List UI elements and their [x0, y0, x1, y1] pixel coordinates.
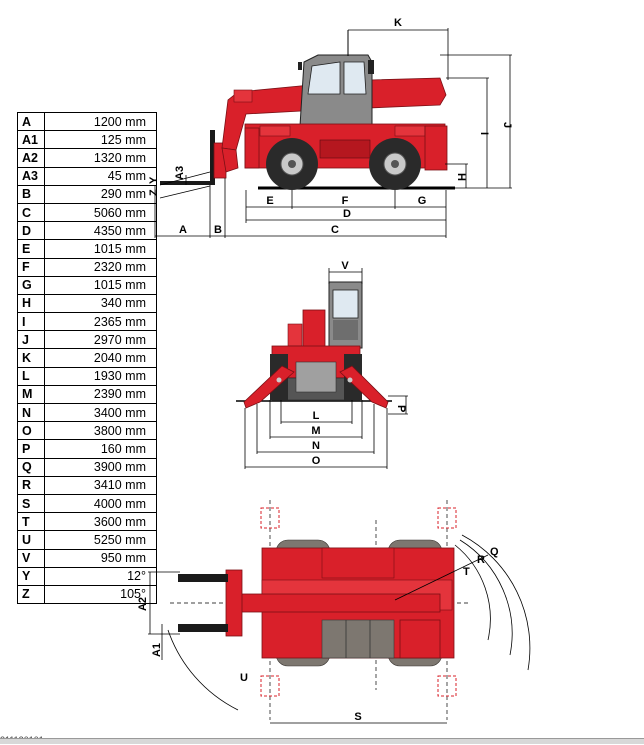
dim-label-F: F [342, 195, 349, 207]
dim-label-U: U [240, 672, 248, 684]
top-stabiliser-pads [260, 507, 457, 697]
front-view: V P L M N O [236, 260, 408, 469]
spec-code: A3 [17, 166, 45, 186]
footer-bar [0, 738, 644, 744]
dim-label-N: N [312, 440, 320, 452]
dim-label-H: H [455, 173, 467, 181]
dim-label-O: O [312, 455, 321, 467]
dim-label-Y: Y [148, 176, 160, 184]
dim-label-K: K [394, 17, 402, 29]
dim-label-Q: Q [490, 546, 499, 558]
spec-value: 1015 mm [44, 275, 157, 295]
spec-value: 950 mm [44, 548, 157, 568]
dim-label-T: T [463, 566, 470, 578]
dim-label-M: M [311, 425, 320, 437]
top-boom [225, 569, 441, 637]
dim-label-S: S [354, 711, 361, 723]
top-forks [178, 574, 228, 632]
dim-label-G: G [418, 195, 427, 207]
spec-value: 3400 mm [44, 402, 157, 423]
dim-label-C: C [331, 224, 339, 236]
spec-code: F [17, 257, 45, 277]
dim-label-A1: A1 [151, 643, 163, 657]
dim-label-B: B [214, 224, 222, 236]
front-stabilisers [243, 365, 389, 409]
dim-label-D: D [343, 208, 351, 220]
spec-value: 3800 mm [44, 421, 157, 441]
top-view: T R Q U A2 A1 S [137, 500, 531, 724]
dim-label-P: P [395, 405, 407, 412]
spec-value: 340 mm [44, 293, 157, 314]
spec-value: 1015 mm [44, 239, 157, 259]
front-cab [328, 281, 363, 349]
spec-code: I [17, 312, 45, 332]
spec-value: 2320 mm [44, 257, 157, 277]
spec-value: 3900 mm [44, 457, 157, 477]
dim-label-V: V [341, 260, 349, 272]
spec-value: 2040 mm [44, 348, 157, 368]
side-view: K J I H E F G D A B C [148, 17, 513, 238]
side-front-wheel [369, 138, 421, 190]
dim-label-R: R [477, 554, 485, 566]
dim-label-E: E [266, 195, 273, 207]
spec-code: L [17, 366, 45, 386]
dim-label-A3: A3 [174, 166, 186, 180]
side-rear-wheel [266, 138, 318, 190]
spec-value: 2390 mm [44, 384, 157, 405]
side-cab [298, 30, 374, 127]
spec-code: G [17, 275, 45, 295]
spec-value: 160 mm [44, 439, 157, 459]
dim-label-L: L [313, 410, 320, 422]
dim-label-J: J [501, 122, 513, 128]
side-boom [221, 77, 447, 173]
dim-label-A2: A2 [137, 597, 149, 611]
spec-value: 3410 mm [44, 475, 157, 495]
spec-code: Z [17, 584, 45, 605]
spec-value: 2970 mm [44, 330, 157, 350]
spec-value: 1930 mm [44, 366, 157, 386]
dim-label-Z: Z [148, 189, 160, 196]
dim-label-I: I [478, 132, 490, 135]
spec-value: 2365 mm [44, 312, 157, 332]
spec-code: A1 [17, 130, 45, 150]
dim-label-A: A [179, 224, 187, 236]
spec-value: 105° [44, 584, 157, 605]
